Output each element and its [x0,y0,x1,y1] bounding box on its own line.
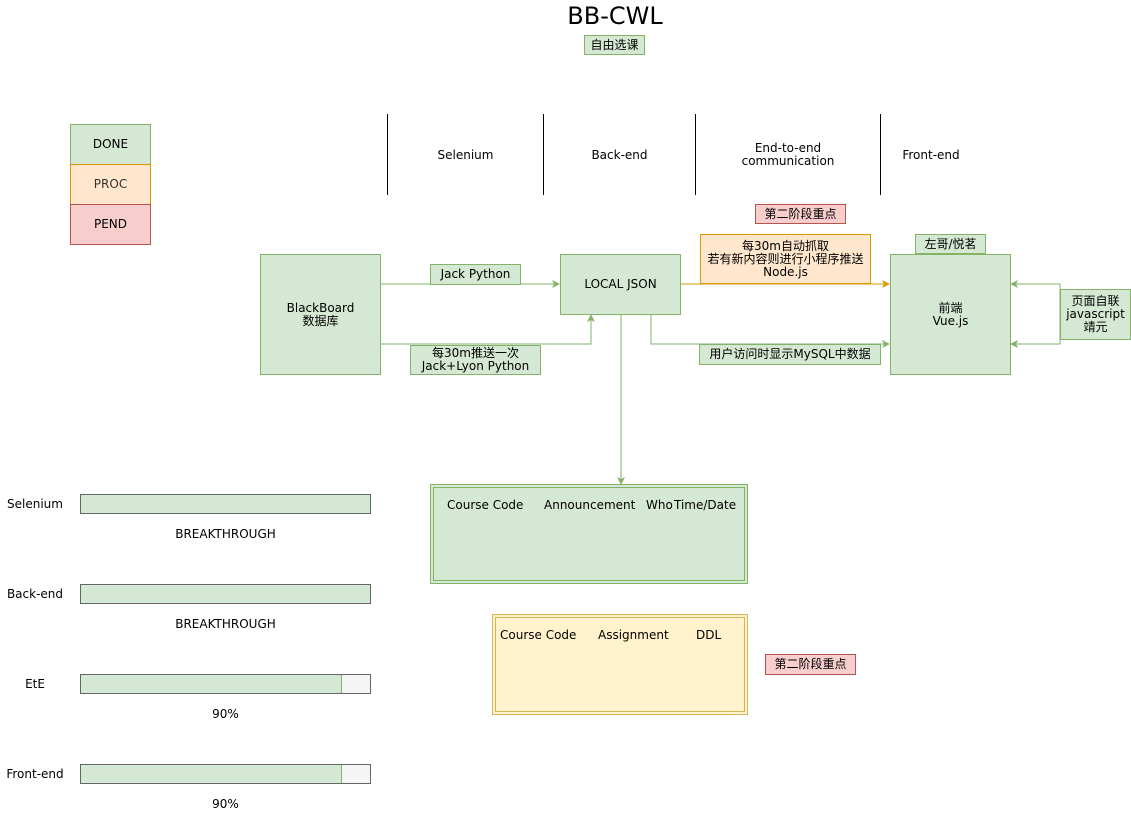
assignment-table-frame [495,617,745,712]
edge-side-loop [1011,283,1061,345]
page-title: BB-CWL [567,2,663,30]
progress-fill [81,675,343,693]
frontend-node: 前端 Vue.js [890,254,1011,375]
announcement-table: Course Code Announcement Who Time/Date [430,484,748,584]
edge-label-auto-fetch: 每30m自动抓取 若有新内容则进行小程序推送 Node.js [700,234,871,284]
progress-label-selenium: Selenium [7,497,63,511]
phase-label-frontend: Front-end [902,147,960,162]
phase-label-ete: End-to-end communication [741,141,835,168]
progress-label-frontend: Front-end [6,767,64,781]
frontend-side-node: 页面自联 javascript 靖元 [1060,289,1131,340]
announcement-col-announcement: Announcement [544,498,636,512]
progress-fill [81,765,343,783]
progress-bar-selenium [80,494,371,514]
legend-pend: PEND [70,204,151,245]
phase-label-backend: Back-end [591,147,648,162]
edge-label-mysql: 用户访问时显示MySQL中数据 [699,344,881,365]
progress-bar-backend [80,584,371,604]
announcement-table-frame [433,487,745,581]
stage-focus-tag: 第二阶段重点 [755,204,846,224]
assignment-col-ddl: DDL [696,628,722,642]
progress-status-ete: 90% [212,707,239,721]
subtitle-tag: 自由选课 [584,35,645,55]
progress-bar-frontend [80,764,371,784]
local-json-node: LOCAL JSON [560,254,681,315]
progress-status-backend: BREAKTHROUGH [175,617,276,631]
stage-focus-tag-2: 第二阶段重点 [765,654,856,675]
progress-fill [81,585,370,603]
edge-bb-push-to-json [381,314,595,345]
progress-status-frontend: 90% [212,797,239,811]
progress-status-selenium: BREAKTHROUGH [175,527,276,541]
edge-label-push: 每30m推送一次 Jack+Lyon Python [410,345,541,375]
legend-done: DONE [70,124,151,165]
phase-divider [695,114,696,195]
phase-divider [543,114,544,195]
edge-json-to-frontend-mysql [650,314,890,348]
blackboard-node: BlackBoard 数据库 [260,254,381,375]
phase-label-selenium: Selenium [437,147,494,162]
assignment-col-course-code: Course Code [500,628,577,642]
progress-fill [81,495,370,513]
announcement-col-who: Who [646,498,673,512]
assignment-col-assignment: Assignment [598,628,669,642]
edge-label-jack-python: Jack Python [430,264,521,285]
assignment-table: Course Code Assignment DDL [492,614,748,715]
phase-divider [880,114,881,195]
frontend-owner-tag: 左哥/悦茗 [915,234,986,254]
announcement-col-time-date: Time/Date [674,498,737,512]
progress-label-ete: EtE [25,677,45,691]
phase-divider [387,114,388,195]
progress-bar-ete [80,674,371,694]
progress-label-backend: Back-end [6,587,64,601]
announcement-col-course-code: Course Code [447,498,524,512]
